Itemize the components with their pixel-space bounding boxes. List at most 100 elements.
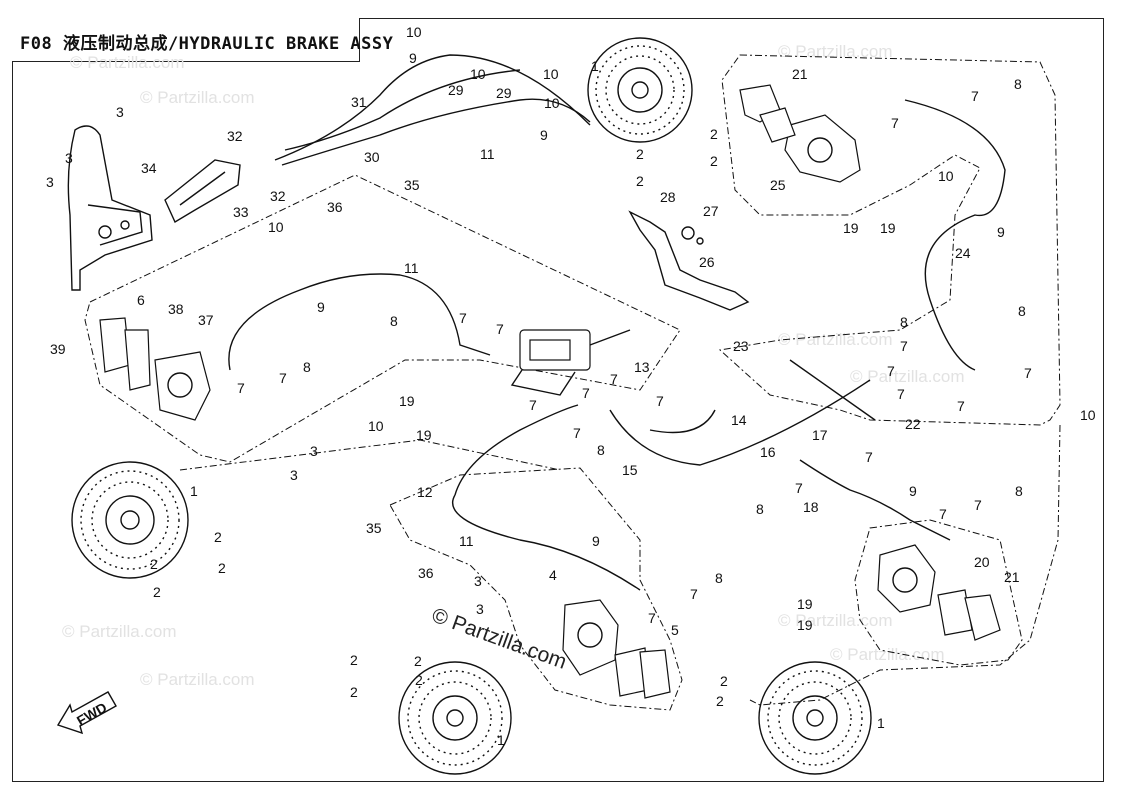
callout-label: 8 (756, 501, 764, 517)
watermark-faint: © Partzilla.com (70, 53, 185, 72)
callout-label: 23 (733, 338, 749, 354)
caliper-rear-top (784, 114, 861, 183)
watermark-faint: © Partzilla.com (778, 611, 893, 630)
callout-label: 7 (1024, 365, 1032, 381)
brake-hoses (228, 99, 1006, 591)
callout-label: 8 (715, 570, 723, 586)
callout-label: 7 (573, 425, 581, 441)
callout-label: 2 (150, 556, 158, 572)
watermark-faint: © Partzilla.com (778, 330, 893, 349)
callout-label: 9 (540, 127, 548, 143)
callout-label: 7 (900, 338, 908, 354)
watermark-faint: © Partzilla.com (62, 622, 177, 641)
assembly-group-outlines (84, 54, 1061, 711)
callout-label: 8 (597, 442, 605, 458)
callout-label: 6 (137, 292, 145, 308)
callout-label: 32 (227, 128, 243, 144)
callout-label: 2 (636, 173, 644, 189)
callout-label: 7 (897, 386, 905, 402)
callout-label: 10 (938, 168, 954, 184)
callout-label: 19 (399, 393, 415, 409)
watermark-faint: © Partzilla.com (830, 645, 945, 664)
callout-label: 22 (905, 416, 921, 432)
callout-label: 32 (270, 188, 286, 204)
callout-label: 7 (865, 449, 873, 465)
parking-brake-lever (67, 125, 153, 291)
callout-label: 7 (887, 363, 895, 379)
caliper-right (877, 544, 936, 613)
callout-label: 3 (474, 573, 482, 589)
callout-label: 9 (997, 224, 1005, 240)
brake-pad-rear-top (739, 84, 796, 143)
brake-pad-right (937, 589, 1001, 641)
callout-label: 20 (974, 554, 990, 570)
callout-label: 26 (699, 254, 715, 270)
callout-label: 16 (760, 444, 776, 460)
callout-label: 30 (364, 149, 380, 165)
callout-label: 34 (141, 160, 157, 176)
callout-label: 36 (418, 565, 434, 581)
callout-label: 10 (1080, 407, 1096, 423)
callout-label: 7 (971, 88, 979, 104)
callout-label: 15 (622, 462, 638, 478)
brake-pad-center (614, 647, 671, 699)
callout-label: 10 (368, 418, 384, 434)
callout-label: 1 (497, 732, 505, 748)
callout-label: 11 (404, 260, 419, 276)
callout-label: 9 (909, 483, 917, 499)
callout-label: 27 (703, 203, 719, 219)
callout-label: 10 (406, 24, 422, 40)
callout-label: 2 (350, 684, 358, 700)
callout-label: 11 (459, 533, 474, 549)
brake-disc-front-left (71, 461, 189, 579)
brake-pedal (628, 210, 750, 311)
callout-label: 7 (795, 480, 803, 496)
callout-label: 8 (1014, 76, 1022, 92)
callout-label: 38 (168, 301, 184, 317)
callout-label: 5 (671, 622, 679, 638)
callout-label: 2 (636, 146, 644, 162)
callout-label: 8 (390, 313, 398, 329)
callout-label: 3 (116, 104, 124, 120)
callout-label: 24 (955, 245, 971, 261)
callout-label: 2 (214, 529, 222, 545)
callout-label: 7 (891, 115, 899, 131)
callout-label: 7 (582, 385, 590, 401)
callout-label: 8 (900, 314, 908, 330)
master-cylinder (510, 329, 631, 396)
callout-label: 2 (716, 693, 724, 709)
callout-label: 1 (190, 483, 198, 499)
brake-pad-left (99, 317, 151, 391)
callout-label: 7 (459, 310, 467, 326)
callout-label: 3 (46, 174, 54, 190)
caliper-center (562, 599, 619, 676)
callout-label: 10 (470, 66, 486, 82)
callout-label: 2 (350, 652, 358, 668)
callout-label: 7 (610, 371, 618, 387)
callout-label: 8 (1015, 483, 1023, 499)
callout-label: 19 (797, 596, 813, 612)
callout-label: 9 (409, 50, 417, 66)
caliper-left (154, 351, 211, 421)
callout-label: 19 (797, 617, 813, 633)
callout-label: 2 (414, 653, 422, 669)
parking-brake-cables (274, 54, 591, 166)
callout-label: 3 (476, 601, 484, 617)
callout-label: 7 (656, 393, 664, 409)
callout-label: 17 (812, 427, 828, 443)
callout-label: 33 (233, 204, 249, 220)
callout-label: 9 (317, 299, 325, 315)
callout-label: 2 (218, 560, 226, 576)
callout-label: 10 (268, 219, 284, 235)
callout-label: 7 (939, 506, 947, 522)
brake-disc-rear-top (587, 37, 693, 143)
callout-label: 19 (880, 220, 896, 236)
brake-disc-front-center (398, 661, 512, 775)
callout-label: 2 (710, 126, 718, 142)
callout-label: 3 (65, 150, 73, 166)
watermark-faint: © Partzilla.com (140, 88, 255, 107)
callout-label: 31 (351, 94, 367, 110)
callout-label: 9 (592, 533, 600, 549)
callout-label: 11 (480, 146, 495, 162)
